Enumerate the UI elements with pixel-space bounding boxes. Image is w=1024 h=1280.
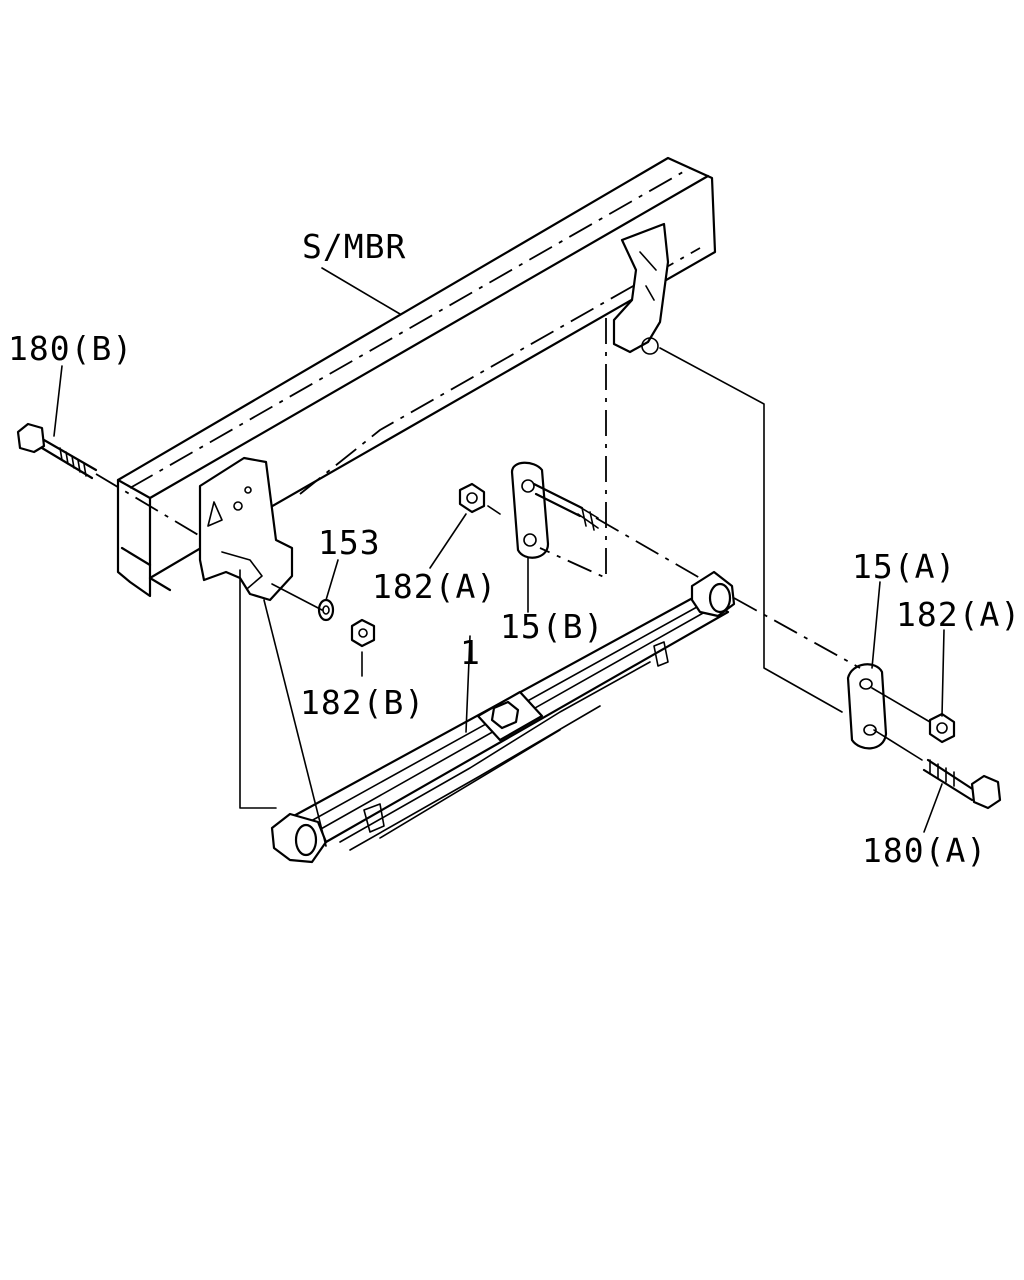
- label-plate-15a: 15(A): [852, 547, 956, 586]
- label-leaf-spring: 1: [460, 633, 481, 672]
- label-nut-182a-center: 182(A): [372, 567, 497, 606]
- label-nut-182a-right: 182(A): [896, 595, 1021, 634]
- label-plate-15b: 15(B): [500, 607, 604, 646]
- nut-182b: [350, 618, 376, 648]
- bolt-180a: [922, 758, 1002, 810]
- label-bolt-180b: 180(B): [8, 329, 133, 368]
- nut-182a-right: [928, 712, 956, 744]
- label-washer-153: 153: [318, 523, 381, 562]
- assembly-lines: [53, 267, 945, 847]
- shackle-plate-15b: [510, 461, 599, 559]
- label-bolt-180a: 180(A): [862, 831, 987, 870]
- label-nut-182b: 182(B): [300, 683, 425, 722]
- front-hanger-bracket: [198, 456, 294, 602]
- nut-182a-center: [458, 482, 486, 514]
- shackle-plate-15a: [846, 663, 888, 750]
- bolt-180b: [16, 422, 98, 480]
- rear-hanger-bracket: [612, 222, 670, 355]
- leaf-spring: [270, 570, 736, 864]
- label-frame-member: S/MBR: [302, 227, 406, 266]
